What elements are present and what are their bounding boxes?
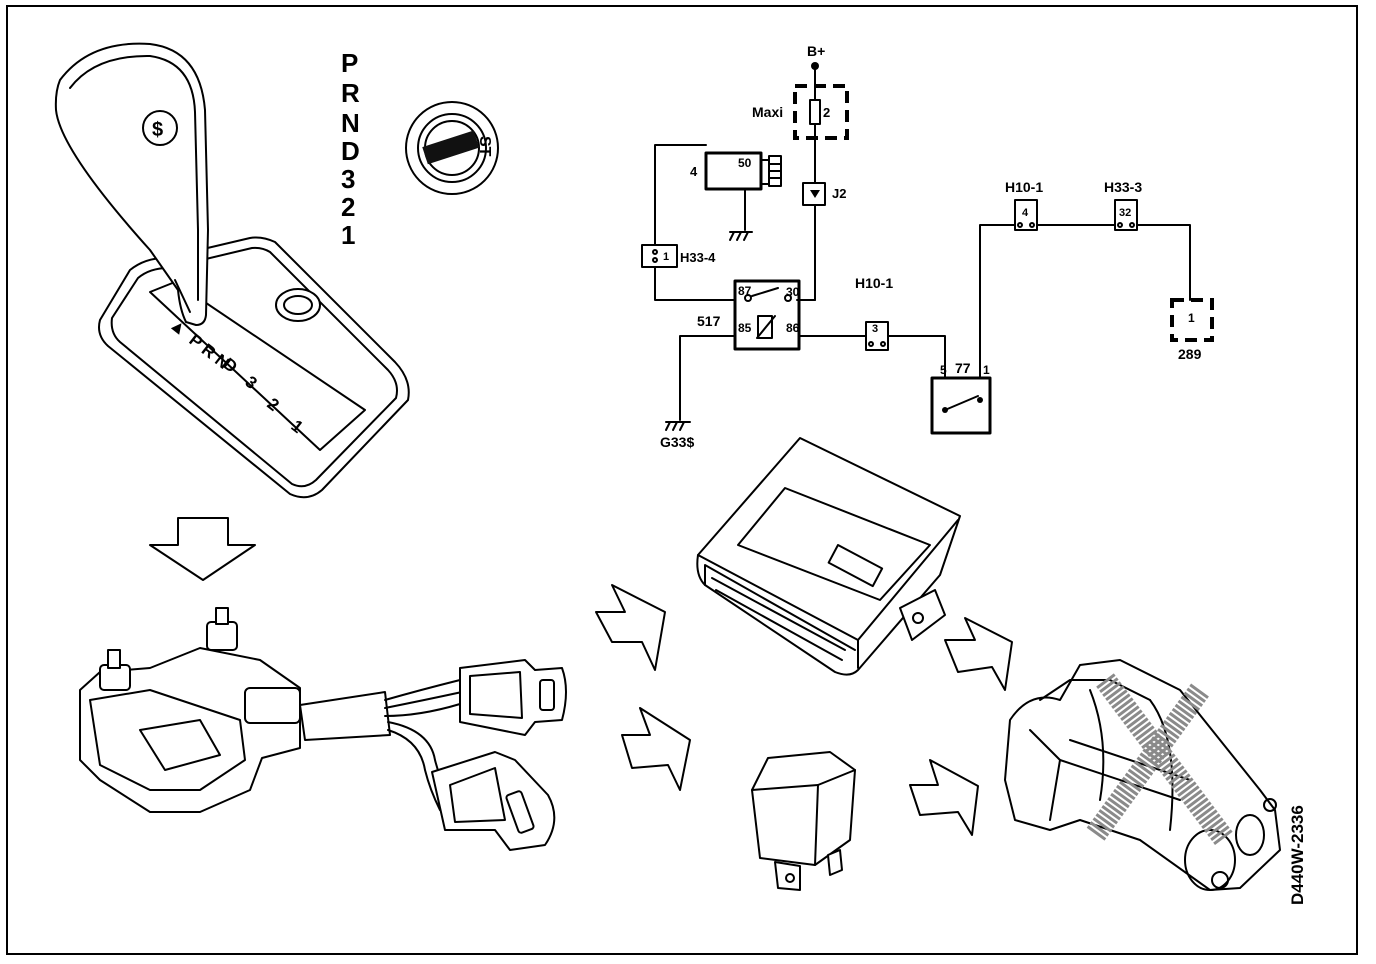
gear-selector-illustration [54,42,410,499]
multifunction-switch-illustration [79,607,567,851]
gear-position: N [341,108,360,138]
label-maxi: Maxi [752,104,783,120]
label-h10-1-top: H10-1 [1005,179,1043,195]
label-switch-77: 77 [955,360,971,376]
ignition-st-label: ST [476,136,493,157]
label-h10-1-mid: H10-1 [855,275,893,291]
label-pin-85: 85 [738,321,752,335]
arrow-to-relay-icon [621,707,691,791]
down-arrow-icon [149,517,256,581]
label-switch-pin-1: 1 [983,363,990,377]
starter-motor-illustration [1004,659,1281,891]
gear-position: R [341,78,360,108]
label-b-plus: B+ [807,43,825,59]
arrow-ecu-to-starter-icon [944,617,1013,691]
label-j2: J2 [832,186,846,201]
label-comp-289-pin: 1 [1188,311,1195,325]
gear-position: 3 [341,164,355,194]
gear-position: D [341,136,360,166]
label-h10-1-mid-pin: 3 [872,323,878,335]
label-h33-4-pin: 1 [663,251,669,263]
label-g33: G33$ [660,434,694,450]
ecu-module-illustration [696,437,961,676]
lever-knob-symbol: $ [152,119,163,141]
label-pin-30: 30 [786,285,800,299]
label-pin-87: 87 [738,284,752,298]
arrow-relay-to-starter-icon [909,759,979,836]
label-h33-4: H33-4 [680,250,716,265]
label-h10-1-top-pin: 4 [1022,207,1029,219]
label-comp-289: 289 [1178,346,1202,362]
label-comp-4-pin: 50 [738,156,752,170]
label-comp-4: 4 [690,164,698,179]
gear-position-list: P R N D 3 2 1 [341,48,360,250]
relay-illustration [751,751,856,891]
label-pin-86: 86 [786,321,800,335]
label-relay-517: 517 [697,313,721,329]
wiring-labels: B+ Maxi 2 J2 4 50 H33-4 1 517 87 30 85 8… [660,43,1202,450]
label-switch-pin-5: 5 [940,363,947,377]
label-h33-3: H33-3 [1104,179,1142,195]
gear-position: 2 [341,192,355,222]
label-fuse-number: 2 [823,105,830,120]
frame-border [6,5,1358,955]
figure-code: D440W-2336 [1288,805,1307,905]
wiring-diagram [641,62,1214,435]
gear-position: P [341,48,358,78]
gear-position: 1 [341,220,355,250]
ignition-lock-icon [405,101,499,195]
label-h33-3-pin: 32 [1119,207,1131,219]
arrow-to-ecu-icon [595,584,666,671]
